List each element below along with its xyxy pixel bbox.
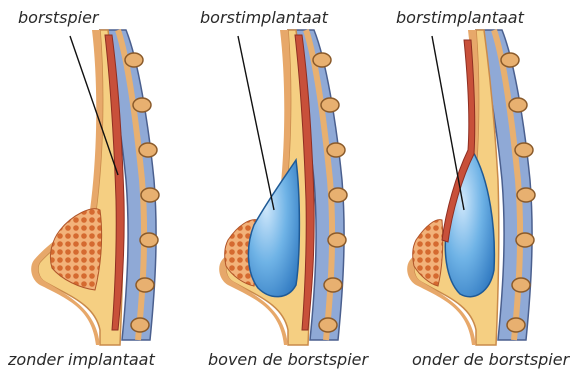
- panel-below-muscle: [407, 30, 535, 345]
- panel-above-muscle: [219, 30, 347, 345]
- caption-zonder-implantaat: zonder implantaat: [8, 350, 155, 369]
- implant-pointer-line: [238, 36, 274, 210]
- caption-boven-de-borstspier: boven de borstspier: [208, 350, 368, 369]
- label-borstimplantaat-1: borstimplantaat: [200, 8, 328, 27]
- implant-shape: [248, 160, 299, 297]
- panel-without-implant: [31, 30, 159, 345]
- label-borstspier: borstspier: [18, 8, 99, 27]
- caption-onder-de-borstspier: onder de borstspier: [412, 350, 569, 369]
- implant-pointer-line: [432, 36, 464, 210]
- label-borstimplantaat-2: borstimplantaat: [396, 8, 524, 27]
